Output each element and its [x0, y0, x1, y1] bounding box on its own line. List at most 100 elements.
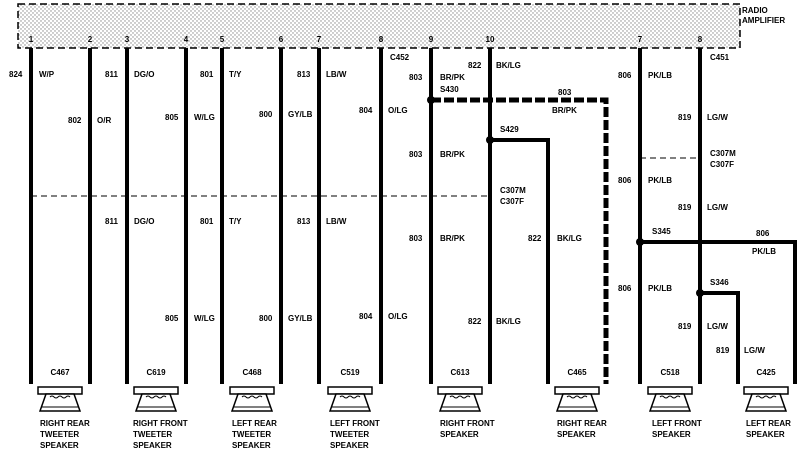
speaker-c468: C468 LEFT REAR TWEETER SPEAKER [229, 368, 277, 450]
connector-label: C452 [390, 53, 410, 62]
wire-circuit: 819 [678, 322, 692, 331]
speaker-name-line2: SPEAKER [440, 430, 479, 439]
wire-circuit: 801 [200, 70, 214, 79]
connector-label: C307F [710, 160, 734, 169]
wire-circuit: 811 [105, 70, 118, 79]
wire-color: O/R [97, 116, 111, 125]
wire-circuit: 804 [359, 312, 373, 321]
wire-color: DG/O [134, 70, 154, 79]
wire-color: W/P [39, 70, 55, 79]
radio-amplifier: RADIO AMPLIFIER [17, 3, 785, 49]
pin-number: 7 [638, 35, 643, 44]
wire-circuit: 813 [297, 70, 311, 79]
speaker-connector-label: C619 [146, 368, 166, 377]
wire-circuit: 800 [259, 110, 273, 119]
wire-822-branch [490, 138, 550, 384]
speaker-connector-label: C468 [242, 368, 262, 377]
speaker-c519: C519 LEFT FRONT TWEETER SPEAKER [327, 368, 380, 450]
wire-circuit: 805 [165, 113, 179, 122]
pin-number: 4 [184, 35, 189, 44]
wire-circuit: 806 [756, 229, 770, 238]
wire-color: LB/W [326, 70, 347, 79]
connector-label: C451 [710, 53, 730, 62]
splice-dot-s346 [696, 289, 704, 297]
speaker-connector-label: C467 [50, 368, 70, 377]
wire-circuit: 806 [618, 284, 632, 293]
speaker-c467: C467 RIGHT REAR TWEETER SPEAKER [37, 368, 90, 450]
wire-color: LB/W [326, 217, 347, 226]
wire-circuit: 802 [68, 116, 82, 125]
wire-color: PK/LB [752, 247, 776, 256]
wire-color: BR/PK [552, 106, 577, 115]
wire-color: LG/W [707, 203, 728, 212]
speaker-c465: C465 RIGHT REAR SPEAKER [554, 368, 607, 439]
speaker-c619: C619 RIGHT FRONT TWEETER SPEAKER [133, 368, 188, 450]
wire-color: T/Y [229, 217, 242, 226]
speaker-name-line2: TWEETER [40, 430, 79, 439]
wire-819-branch [700, 291, 740, 384]
wire-circuit: 801 [200, 217, 214, 226]
speaker-name-line3: SPEAKER [133, 441, 172, 450]
speaker-name-line1: RIGHT FRONT [440, 419, 495, 428]
wire-color: O/LG [388, 312, 408, 321]
speaker-name-line1: LEFT REAR [232, 419, 277, 428]
wire-circuit: 824 [9, 70, 23, 79]
speaker-connector-label: C425 [756, 368, 776, 377]
speaker-name-line2: SPEAKER [557, 430, 596, 439]
speaker-c613: C613 RIGHT FRONT SPEAKER [437, 368, 495, 439]
speaker-connector-label: C465 [567, 368, 587, 377]
wire-color: BR/PK [440, 234, 465, 243]
splice-label: S345 [652, 227, 671, 236]
wire-color: W/LG [194, 314, 215, 323]
splice-dot-s345 [636, 238, 644, 246]
wire-color: PK/LB [648, 71, 672, 80]
wire-circuit: 819 [716, 346, 730, 355]
pin-number: 2 [88, 35, 93, 44]
radio-amplifier-label-1: RADIO [742, 6, 768, 15]
speaker-c518: C518 LEFT FRONT SPEAKER [647, 368, 702, 439]
pin-number: 3 [125, 35, 130, 44]
wire-circuit: 803 [409, 150, 423, 159]
wire-806-branch [640, 240, 797, 384]
speaker-name-line2: TWEETER [330, 430, 369, 439]
connector-label: C307M [500, 186, 526, 195]
wire-color: BK/LG [496, 61, 521, 70]
speaker-name-line2: TWEETER [232, 430, 271, 439]
wire-color: BR/PK [440, 150, 465, 159]
wire-circuit: 803 [409, 234, 423, 243]
wire-circuit: 805 [165, 314, 179, 323]
speaker-connector-label: C613 [450, 368, 470, 377]
pin-number: 8 [379, 35, 384, 44]
pin-number: 10 [486, 35, 495, 44]
wire-color: O/LG [388, 106, 408, 115]
wire-circuit: 822 [468, 61, 482, 70]
speaker-name-line1: LEFT FRONT [330, 419, 380, 428]
pin-number: 5 [220, 35, 225, 44]
speaker-name-line3: SPEAKER [40, 441, 79, 450]
pin-number: 8 [698, 35, 703, 44]
speaker-name-line2: SPEAKER [746, 430, 785, 439]
speaker-name-line3: SPEAKER [232, 441, 271, 450]
wire-color: BR/PK [440, 73, 465, 82]
wire-color: PK/LB [648, 284, 672, 293]
speaker-name-line1: LEFT FRONT [652, 419, 702, 428]
speaker-name-line1: RIGHT REAR [40, 419, 90, 428]
wire-color: LG/W [744, 346, 765, 355]
wire-circuit: 811 [105, 217, 118, 226]
speaker-name-line2: SPEAKER [652, 430, 691, 439]
wire-803-branch [431, 97, 609, 384]
wire-circuit: 806 [618, 176, 632, 185]
wire-circuit: 806 [618, 71, 632, 80]
connector-label: C307F [500, 197, 524, 206]
wire-circuit: 813 [297, 217, 311, 226]
wire-color: DG/O [134, 217, 154, 226]
wire-circuit: 822 [468, 317, 482, 326]
speaker-name-line1: RIGHT REAR [557, 419, 607, 428]
pin-number: 9 [429, 35, 434, 44]
splice-label: S429 [500, 125, 519, 134]
speaker-name-line1: RIGHT FRONT [133, 419, 188, 428]
pin-number: 1 [29, 35, 34, 44]
pin-number: 6 [279, 35, 284, 44]
wire-color: GY/LB [288, 110, 313, 119]
